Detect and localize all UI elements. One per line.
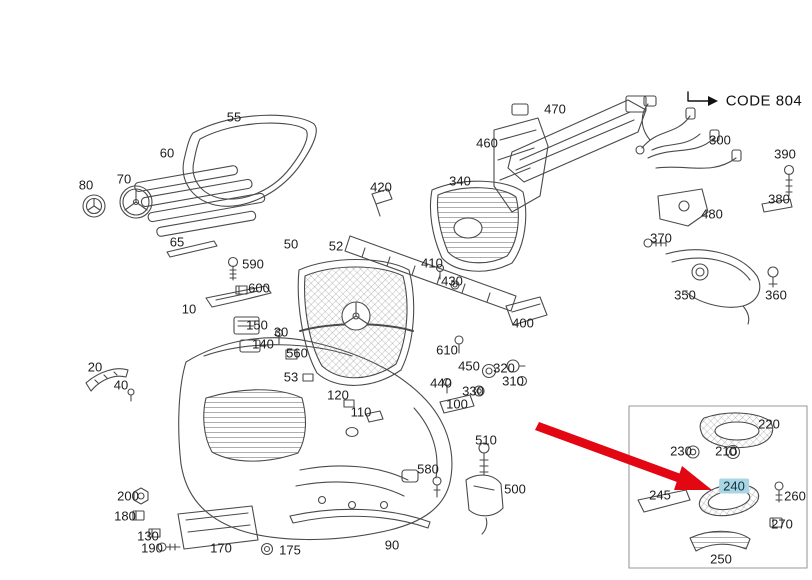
part-label-120: 120 bbox=[327, 387, 349, 403]
part-label-500: 500 bbox=[504, 481, 526, 497]
part-label-150: 150 bbox=[246, 317, 268, 333]
part-label-240-highlighted: 240 bbox=[719, 478, 749, 494]
part-label-200: 200 bbox=[117, 488, 139, 504]
part-label-370: 370 bbox=[650, 230, 672, 246]
star-badge-drawing bbox=[119, 185, 153, 219]
part-label-60: 60 bbox=[159, 145, 175, 161]
part-label-460: 460 bbox=[476, 135, 498, 151]
part-label-140: 140 bbox=[252, 336, 274, 352]
code-arrow-icon bbox=[687, 91, 718, 106]
part-label-170: 170 bbox=[210, 540, 232, 556]
part-label-180: 180 bbox=[114, 508, 136, 524]
part-label-390: 390 bbox=[774, 146, 796, 162]
highlight-arrow bbox=[535, 422, 712, 490]
part-label-10: 10 bbox=[181, 301, 197, 317]
fastener-group-drawing bbox=[132, 487, 181, 552]
screw-390-icon bbox=[783, 164, 795, 197]
part-label-510: 510 bbox=[475, 432, 497, 448]
part-label-260: 260 bbox=[784, 488, 806, 504]
part-label-300: 300 bbox=[709, 132, 731, 148]
part-label-70: 70 bbox=[116, 171, 132, 187]
part-label-440: 440 bbox=[430, 375, 452, 391]
part-label-53: 53 bbox=[283, 369, 299, 385]
bumper-cover-drawing bbox=[178, 337, 453, 541]
clip-600-icon bbox=[235, 285, 248, 295]
side-strip-20-drawing bbox=[85, 368, 135, 402]
part-label-80: 80 bbox=[78, 177, 94, 193]
grille-340-drawing bbox=[429, 180, 527, 272]
emblem-drawing bbox=[82, 194, 106, 218]
crossbeam-drawing bbox=[507, 95, 647, 183]
part-label-110: 110 bbox=[350, 404, 372, 420]
part-label-400: 400 bbox=[512, 315, 534, 331]
part-label-90: 90 bbox=[384, 537, 400, 553]
part-label-210: 210 bbox=[715, 443, 737, 459]
sensor-module-drawing bbox=[233, 316, 314, 382]
part-label-420: 420 bbox=[370, 179, 392, 195]
grille-frame-drawing bbox=[182, 114, 317, 207]
part-label-220: 220 bbox=[758, 416, 780, 432]
part-label-270: 270 bbox=[771, 516, 793, 532]
bracket-480-drawing bbox=[657, 188, 709, 227]
upper-crossmember-drawing bbox=[344, 188, 517, 312]
part-label-320: 320 bbox=[493, 360, 515, 376]
part-label-480: 480 bbox=[701, 206, 723, 222]
part-label-600: 600 bbox=[248, 280, 270, 296]
part-label-450: 450 bbox=[458, 358, 480, 374]
part-label-310: 310 bbox=[502, 373, 524, 389]
bracket-10-drawing bbox=[205, 285, 272, 308]
grille-slats-drawing bbox=[134, 165, 266, 237]
part-label-410: 410 bbox=[421, 255, 443, 271]
part-label-430: 430 bbox=[441, 273, 463, 289]
part-label-40: 40 bbox=[113, 377, 129, 393]
part-label-65: 65 bbox=[169, 234, 185, 250]
part-label-350: 350 bbox=[674, 287, 696, 303]
part-label-250: 250 bbox=[710, 551, 732, 567]
part-label-340: 340 bbox=[449, 173, 471, 189]
part-label-590: 590 bbox=[242, 256, 264, 272]
license-plate-bracket-drawing bbox=[177, 505, 274, 556]
part-label-20: 20 bbox=[87, 359, 103, 375]
part-label-50: 50 bbox=[283, 236, 299, 252]
screw-590-icon bbox=[227, 256, 239, 281]
part-label-380: 380 bbox=[768, 191, 790, 207]
bracket-400-drawing bbox=[505, 296, 548, 326]
wiring-harness-drawing bbox=[635, 95, 742, 169]
screw-370-icon bbox=[643, 238, 667, 248]
part-label-610: 610 bbox=[436, 342, 458, 358]
part-label-100: 100 bbox=[446, 396, 468, 412]
part-label-52: 52 bbox=[328, 238, 344, 254]
center-grille-drawing bbox=[297, 259, 415, 386]
sensor-cluster-drawing bbox=[439, 335, 528, 414]
part-label-560: 560 bbox=[286, 345, 308, 361]
trim-strip-65-drawing bbox=[166, 240, 218, 258]
part-label-175: 175 bbox=[279, 542, 301, 558]
part-label-30: 30 bbox=[273, 324, 289, 340]
part-label-330: 330 bbox=[462, 383, 484, 399]
part-label-130: 130 bbox=[137, 528, 159, 544]
part-label-190: 190 bbox=[141, 540, 163, 556]
part-label-360: 360 bbox=[765, 287, 787, 303]
code-label: CODE 804 bbox=[725, 92, 803, 110]
washer-pump-drawing bbox=[432, 442, 504, 535]
headlamp-washer-drawing bbox=[665, 249, 779, 325]
part-label-55: 55 bbox=[226, 109, 242, 125]
part-label-470: 470 bbox=[544, 101, 566, 117]
part-label-230: 230 bbox=[670, 443, 692, 459]
impact-absorber-drawing bbox=[493, 103, 549, 213]
part-label-245: 245 bbox=[649, 487, 671, 503]
bracket-380-drawing bbox=[761, 198, 793, 213]
lower-trim-drawing bbox=[289, 508, 431, 529]
part-label-580: 580 bbox=[417, 461, 439, 477]
